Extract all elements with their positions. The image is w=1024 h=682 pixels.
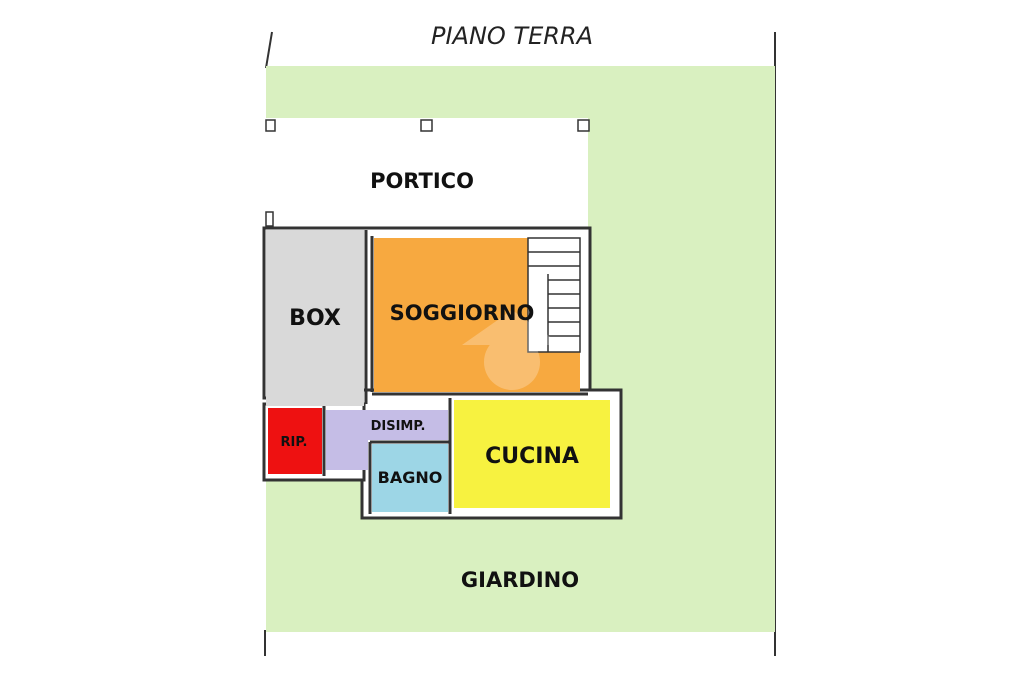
staircase [527, 237, 581, 353]
left-boundary-line [265, 31, 273, 69]
bagno-label: BAGNO [378, 468, 443, 487]
box-label: BOX [289, 306, 341, 331]
giardino-label: GIARDINO [461, 568, 579, 592]
floor-title: PIANO TERRA [431, 22, 593, 50]
box-room [266, 230, 364, 406]
garden-area [266, 66, 775, 632]
portico-pillar [577, 119, 590, 132]
cucina-room [454, 400, 610, 508]
disimpegno-room [326, 410, 448, 470]
watermark-logo [462, 310, 562, 390]
disimpegno-label: DISIMP. [371, 419, 426, 434]
portico-label: PORTICO [370, 169, 474, 193]
portico-pillar [265, 119, 276, 132]
inner-walls [322, 230, 588, 514]
soggiorno-label: SOGGIORNO [390, 301, 535, 325]
portico-pillar [265, 211, 274, 227]
ripostiglio-room [268, 408, 322, 474]
bagno-room [372, 444, 448, 512]
cucina-label: CUCINA [485, 444, 579, 469]
portico-pillar [420, 119, 433, 132]
portico-area [268, 120, 588, 228]
ripostiglio-label: RIP. [281, 435, 308, 450]
